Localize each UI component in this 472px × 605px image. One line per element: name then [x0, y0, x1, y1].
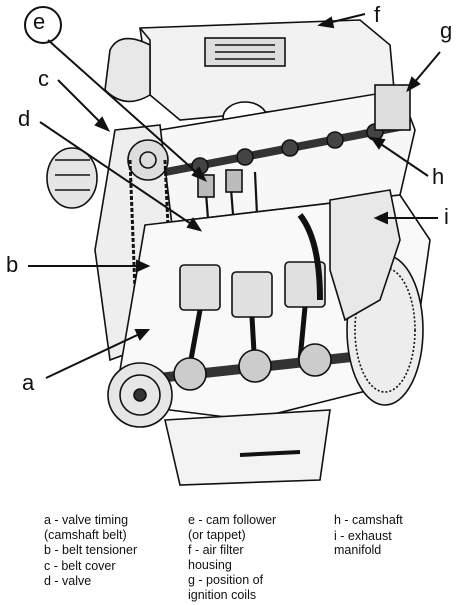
legend-item-h: h - camshaft [334, 513, 403, 527]
legend-item-a: a - valve timing (camshaft belt) [44, 513, 129, 542]
leader-lines [28, 13, 441, 379]
engine-illustration [28, 13, 441, 486]
engine-block [46, 19, 431, 486]
legend-item-c: c - belt cover [44, 558, 116, 573]
callout-f: f [374, 2, 381, 27]
callout-e: e [33, 9, 46, 34]
engine-cutaway-diagram: e f g c d b a h i [6, 2, 453, 486]
legend: a - valve timing (camshaft belt) b - bel… [0, 505, 472, 605]
legend-item-i: i - exhaust manifold [334, 528, 392, 558]
callout-h: h [432, 164, 445, 189]
callout-e-circle [24, 6, 62, 44]
legend-column-3: h - camshaft i - exhaust manifold [334, 513, 403, 559]
callout-b: b [6, 252, 19, 277]
legend-item-g: g - position of ignition coils [188, 573, 264, 602]
callout-g: g [440, 18, 453, 43]
callout-a: a [22, 370, 35, 395]
legend-item-d: d - valve [44, 574, 92, 588]
legend-column-2: e - cam follower (or tappet) f - air fil… [188, 513, 276, 603]
legend-item-b: b - belt tensioner [44, 543, 138, 557]
legend-item-e: e - cam follower (or tappet) [188, 513, 277, 542]
callout-d: d [18, 106, 31, 131]
callout-c: c [38, 66, 49, 91]
legend-item-f: f - air filter housing [188, 543, 244, 572]
callout-i: i [444, 204, 449, 229]
legend-column-1: a - valve timing (camshaft belt) b - bel… [44, 513, 137, 590]
